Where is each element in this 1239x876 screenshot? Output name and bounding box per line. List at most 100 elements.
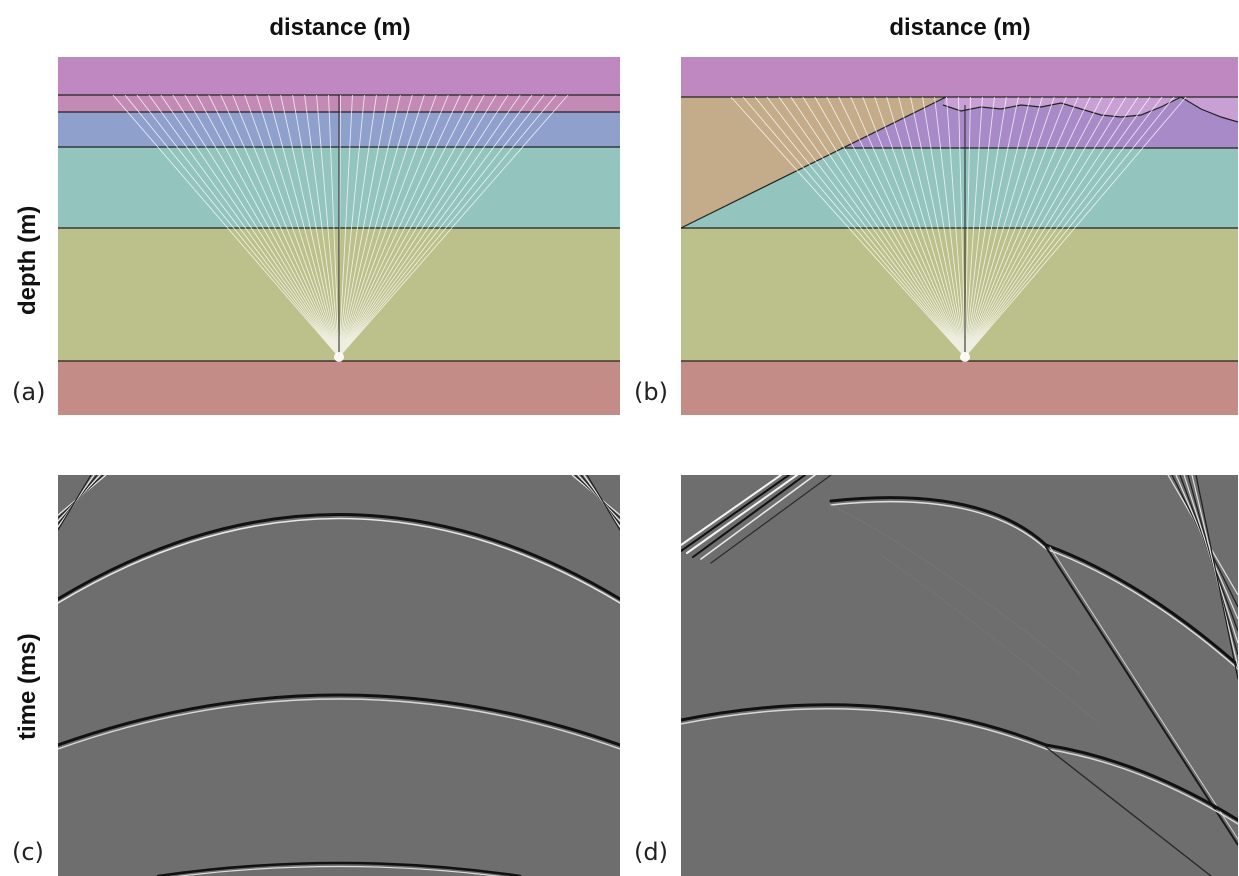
ray-line — [148, 94, 340, 358]
ray-line — [338, 94, 461, 358]
ray-line — [790, 96, 966, 358]
ray-line — [766, 96, 966, 358]
ray-line — [338, 94, 473, 358]
ray-line — [778, 96, 966, 358]
panel-a-label: (a) — [12, 378, 46, 406]
ray-line — [338, 94, 413, 358]
ray-line — [124, 94, 340, 358]
ray-line — [964, 96, 1019, 358]
ray-line — [338, 94, 449, 358]
ray-line — [208, 94, 340, 358]
ray-line — [964, 96, 1103, 358]
ray-line — [964, 96, 1007, 358]
ray-line — [910, 96, 966, 358]
ray-line — [964, 96, 1139, 358]
ray-line — [160, 94, 340, 358]
ray-line — [338, 94, 557, 358]
ray-line — [338, 94, 401, 358]
ray-line — [328, 94, 340, 358]
ray-line — [964, 96, 1187, 358]
left-x-axis-title: distance (m) — [269, 14, 411, 41]
ray-line — [964, 96, 995, 358]
panel-b-label: (b) — [634, 378, 668, 406]
direct-wave — [58, 475, 620, 531]
ray-line — [184, 94, 340, 358]
ray-line — [922, 96, 966, 358]
ray-line — [964, 96, 971, 358]
ray-line — [338, 94, 497, 358]
ray-line — [304, 94, 340, 358]
ray-line — [338, 94, 353, 358]
ray-line — [886, 96, 966, 358]
source-point — [960, 352, 970, 362]
reflection-event — [58, 513, 620, 601]
ray-fan — [730, 96, 1187, 358]
layer-top — [58, 57, 620, 95]
refracted-event — [1045, 546, 1238, 846]
ray-line — [964, 96, 1067, 358]
ray-line — [338, 94, 377, 358]
ray-line — [802, 96, 966, 358]
ray-line — [742, 96, 966, 358]
layer-base — [58, 361, 620, 415]
ray-line — [898, 96, 966, 358]
ray-line — [316, 94, 340, 358]
ray-line — [338, 94, 545, 358]
ray-line — [964, 96, 1055, 358]
panel-b-wedge-model — [681, 57, 1238, 415]
wedge-boundary — [681, 96, 947, 229]
ray-line — [292, 94, 340, 358]
panel-d-seismogram — [681, 475, 1238, 876]
ray-line — [196, 94, 340, 358]
ray-line — [946, 96, 966, 358]
right-x-axis-title: distance (m) — [889, 14, 1031, 41]
ray-line — [934, 96, 966, 358]
ray-line — [964, 96, 1115, 358]
ray-line — [814, 96, 966, 358]
ray-line — [338, 94, 425, 358]
ray-line — [338, 94, 509, 358]
ray-line — [338, 94, 569, 358]
reflection-event — [681, 703, 1238, 822]
ray-line — [338, 94, 365, 358]
direct-wave — [1167, 475, 1238, 680]
depth-axis-label: depth (m) — [14, 205, 41, 315]
ray-line — [244, 94, 340, 358]
ray-line — [964, 96, 1127, 358]
panel-c-seismogram — [58, 475, 620, 876]
ray-line — [964, 96, 1043, 358]
ray-line — [964, 96, 1091, 358]
ray-line — [862, 96, 966, 358]
source-point — [334, 352, 344, 362]
ray-line — [964, 96, 1031, 358]
ray-line — [256, 94, 340, 358]
layer-base — [681, 361, 1238, 415]
ray-line — [964, 96, 983, 358]
ray-line — [280, 94, 340, 358]
ray-line — [958, 96, 966, 358]
ray-line — [232, 94, 340, 358]
panel-d-label: (d) — [634, 838, 668, 866]
ray-line — [730, 96, 966, 358]
ray-line — [964, 96, 1175, 358]
direct-wave-ripple — [1191, 475, 1238, 668]
ray-line — [338, 94, 485, 358]
ray-line — [338, 94, 437, 358]
reflection-event — [156, 861, 522, 876]
ray-line — [172, 94, 340, 358]
ray-line — [220, 94, 340, 358]
direct-wave-ripple — [586, 475, 620, 531]
panel-c-label: (c) — [12, 838, 44, 866]
time-axis-label: time (ms) — [14, 633, 41, 740]
ray-line — [136, 94, 340, 358]
ray-line — [964, 96, 1151, 358]
direct-wave-ripple — [58, 475, 92, 531]
ray-fan — [112, 94, 569, 358]
ray-line — [754, 96, 966, 358]
ray-line — [112, 94, 340, 358]
ray-line — [874, 96, 966, 358]
rough-interface — [942, 96, 1238, 123]
ray-line — [338, 94, 533, 358]
reflection-event — [58, 693, 620, 747]
reflection-event — [829, 496, 1238, 667]
